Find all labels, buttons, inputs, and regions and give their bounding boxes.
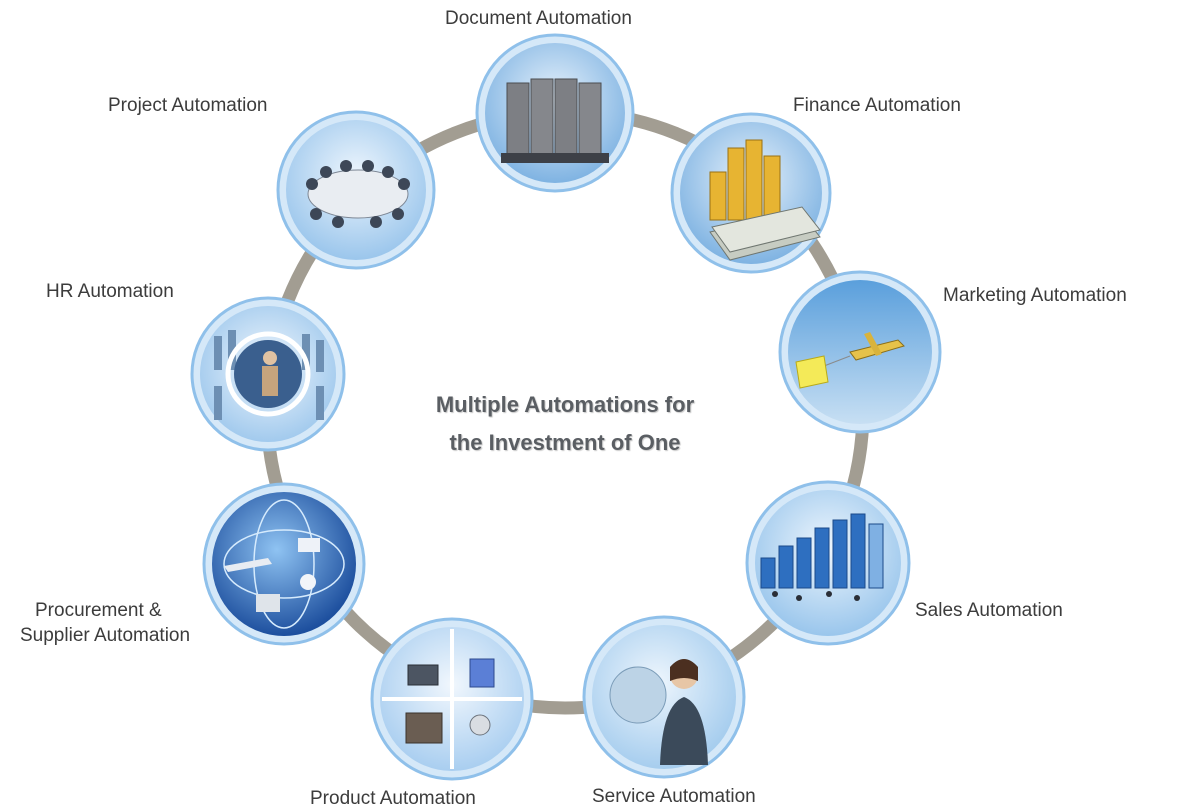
service-agent-icon (582, 615, 746, 779)
center-title: Multiple Automations for the Investment … (355, 386, 775, 462)
center-title-line2: the Investment of One (449, 430, 681, 455)
node-label-finance: Finance Automation (793, 95, 961, 116)
product-grid-icon (370, 617, 534, 781)
gold-coins-icon (670, 112, 832, 274)
globe-network-icon (202, 482, 366, 646)
node-label-marketing: Marketing Automation (943, 285, 1127, 306)
crowd-people-icon (190, 296, 346, 452)
node-label-product: Product Automation (310, 788, 476, 809)
node-label-hr: HR Automation (46, 281, 174, 302)
meeting-table-icon (276, 110, 436, 270)
node-label-procurement-line2: Supplier Automation (20, 625, 191, 646)
books-icon (475, 33, 635, 193)
node-label-service: Service Automation (592, 786, 756, 807)
node-label-project: Project Automation (108, 95, 268, 116)
center-title-line1: Multiple Automations for (435, 392, 695, 417)
airplane-banner-icon (778, 270, 942, 434)
node-label-procurement-line1: Procurement & (35, 600, 162, 621)
bar-chart-people-icon (745, 480, 911, 646)
node-label-document: Document Automation (445, 8, 632, 29)
node-label-sales: Sales Automation (915, 600, 1063, 621)
